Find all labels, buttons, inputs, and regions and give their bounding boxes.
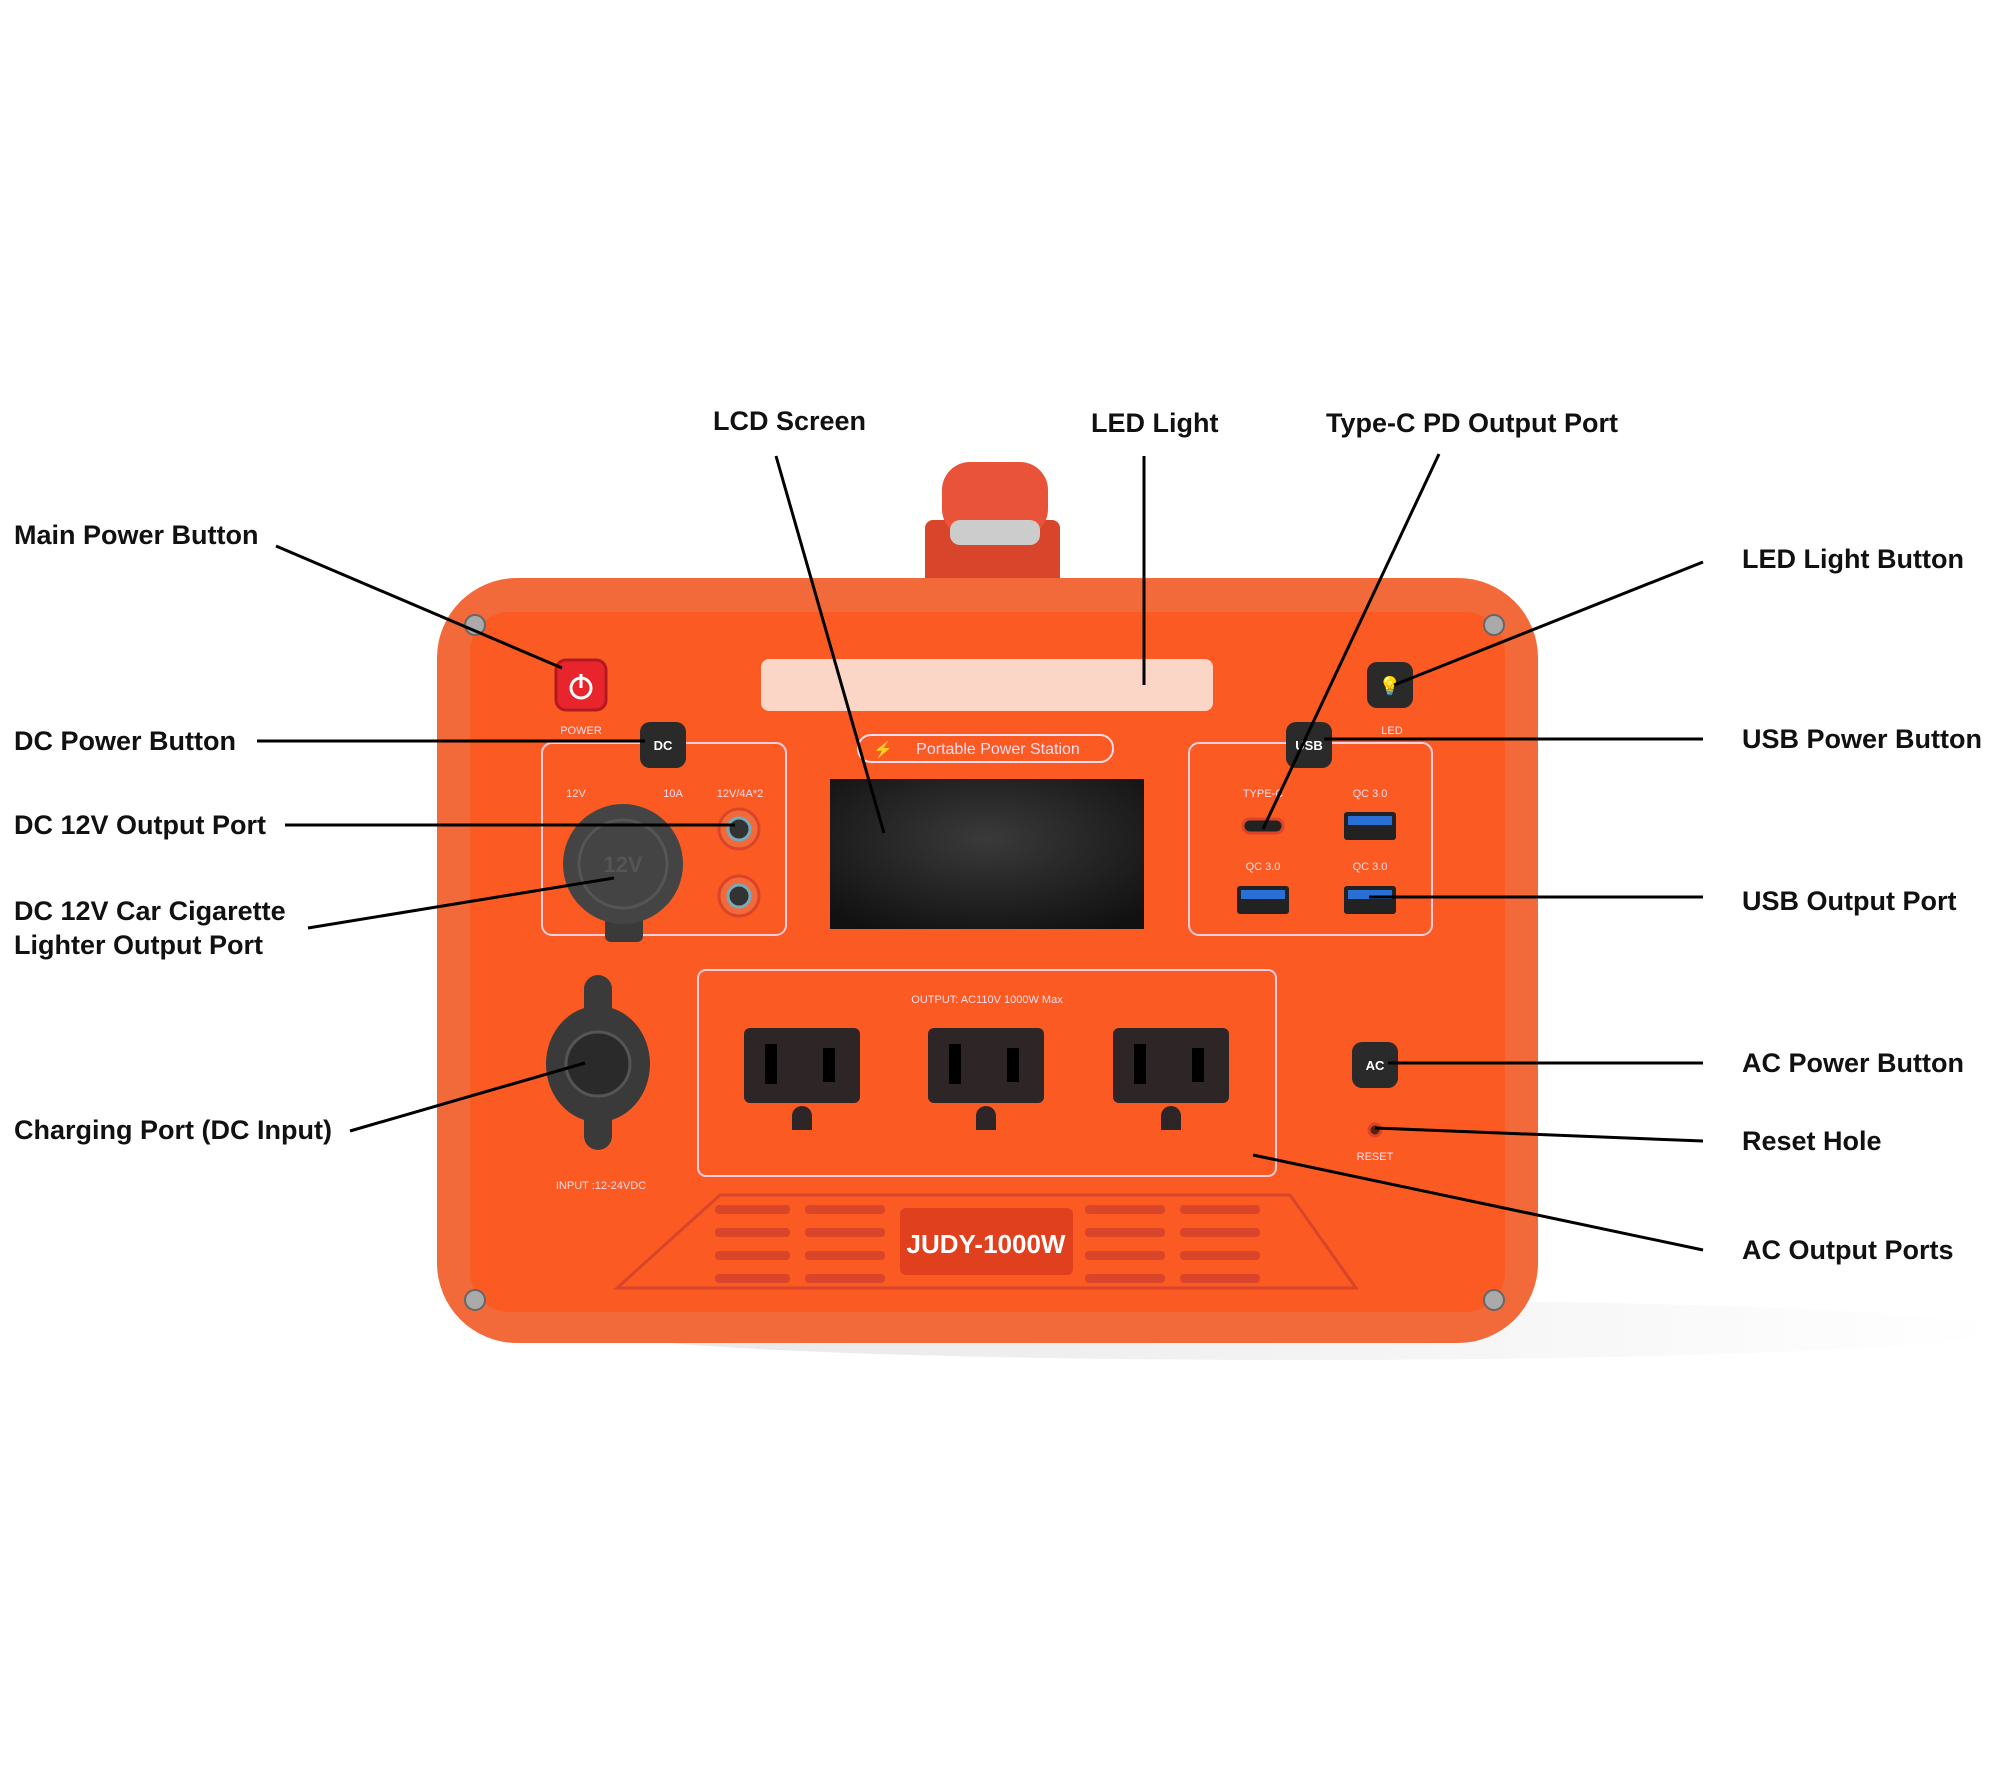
input-label: INPUT :12-24VDC — [556, 1180, 646, 1192]
label-led-light-button: LED Light Button — [1742, 544, 1964, 574]
lcd-screen — [830, 779, 1144, 929]
power-label: POWER — [560, 725, 602, 737]
label-car-lighter-line2: Lighter Output Port — [14, 930, 263, 960]
usb-a-port[interactable] — [1237, 886, 1289, 914]
label-car-lighter-line1: DC 12V Car Cigarette — [14, 896, 286, 926]
label-usb-power-button: USB Power Button — [1742, 724, 1982, 754]
banner-pill — [857, 734, 1114, 763]
type-c-label: TYPE-C — [1243, 788, 1283, 800]
vent-slots — [715, 1205, 1260, 1283]
dc-label-10a: 10A — [663, 788, 683, 800]
model-badge — [900, 1208, 1073, 1275]
ac-output-label: OUTPUT: AC110V 1000W Max — [911, 994, 1063, 1006]
dc-label-12v-4a: 12V/4A*2 — [717, 788, 763, 800]
label-dc-12v-output-port: DC 12V Output Port — [14, 810, 266, 840]
vent-slot — [805, 1251, 885, 1260]
label-ac-output-ports: AC Output Ports — [1742, 1235, 1953, 1265]
front-panel — [470, 612, 1505, 1312]
dc-label-12v: 12V — [566, 788, 586, 800]
usb-a-port[interactable] — [1344, 886, 1396, 914]
charging-port[interactable] — [546, 975, 650, 1150]
label-lcd-screen: LCD Screen — [713, 406, 866, 436]
led-light-button[interactable]: 💡 — [1367, 662, 1413, 708]
label-led-light: LED Light — [1091, 408, 1218, 438]
ac-outlet[interactable] — [928, 1028, 1044, 1130]
callout-lines — [257, 453, 1704, 1252]
ac-outlet[interactable] — [1113, 1028, 1229, 1130]
lightning-icon: ⚡ — [873, 740, 893, 759]
ac-output-panel — [697, 969, 1277, 1177]
qc-label: QC 3.0 — [1353, 861, 1388, 873]
vent-slot — [1085, 1274, 1165, 1283]
vent-slot — [1085, 1228, 1165, 1237]
dc-5521-port[interactable] — [717, 807, 761, 851]
vent-slot — [715, 1251, 790, 1260]
led-label: LED — [1381, 725, 1402, 737]
vent-slot — [1180, 1228, 1260, 1237]
screws — [464, 614, 1505, 1311]
vent-slot — [1085, 1251, 1165, 1260]
car-lighter-port[interactable]: 12V — [563, 804, 683, 942]
model-name: JUDY-1000W — [907, 1229, 1066, 1259]
usb-a-port[interactable] — [1344, 812, 1396, 840]
vent-slot — [1180, 1274, 1260, 1283]
vent-slot — [1085, 1205, 1165, 1214]
vent-slot — [805, 1274, 885, 1283]
vent-slot — [805, 1228, 885, 1237]
qc-label: QC 3.0 — [1353, 788, 1388, 800]
vent-slot — [715, 1274, 790, 1283]
ac-power-button[interactable]: AC — [1352, 1042, 1398, 1088]
label-reset-hole: Reset Hole — [1742, 1126, 1882, 1156]
vent-grille — [613, 1193, 1359, 1290]
label-main-power-button: Main Power Button — [14, 520, 259, 550]
carry-handle — [925, 462, 1060, 585]
qc-label: QC 3.0 — [1246, 861, 1281, 873]
banner-text: Portable Power Station — [916, 741, 1080, 758]
label-ac-power-button: AC Power Button — [1742, 1048, 1964, 1078]
reset-hole[interactable] — [1367, 1122, 1383, 1138]
ac-button-label: AC — [1366, 1058, 1385, 1073]
vent-slot — [715, 1228, 790, 1237]
vent-slot — [805, 1205, 885, 1214]
dc-power-button[interactable]: DC — [640, 722, 686, 768]
bulb-icon: 💡 — [1379, 675, 1401, 696]
label-dc-power-button: DC Power Button — [14, 726, 236, 756]
usb-button-label: USB — [1295, 738, 1322, 753]
main-power-button[interactable] — [554, 658, 608, 712]
dc-button-label: DC — [654, 738, 673, 753]
label-type-c-port: Type-C PD Output Port — [1326, 408, 1618, 438]
lighter-cap-label: 12V — [603, 852, 642, 877]
vent-slot — [1180, 1251, 1260, 1260]
label-usb-output-port: USB Output Port — [1742, 886, 1956, 916]
vent-slot — [1180, 1205, 1260, 1214]
vent-slot — [715, 1205, 790, 1214]
led-light-bar — [761, 659, 1213, 711]
ac-outlet[interactable] — [744, 1028, 860, 1130]
label-charging-port: Charging Port (DC Input) — [14, 1115, 332, 1145]
reset-label: RESET — [1357, 1151, 1394, 1163]
dc-5521-port[interactable] — [717, 874, 761, 918]
